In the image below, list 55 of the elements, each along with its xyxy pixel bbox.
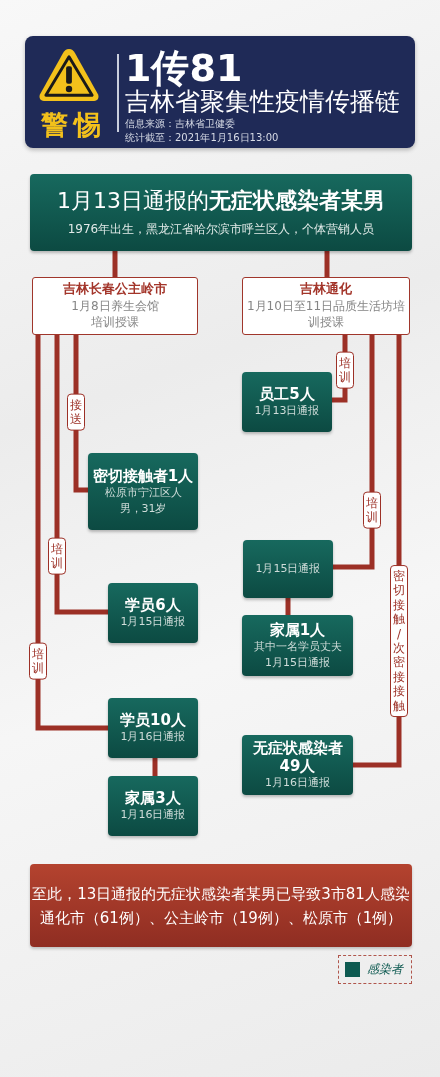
subtitle-text: 吉林省聚集性疫情传播链	[125, 88, 400, 116]
case-box	[88, 453, 198, 530]
detail-text: 1月10日至11日品质生活坊培训授课	[245, 298, 407, 331]
connector-line	[285, 598, 291, 615]
date-note: 统计截至：2021年1月16日13:00	[125, 132, 279, 144]
title-text: 1传81	[125, 49, 243, 87]
case-box	[108, 698, 198, 758]
edge-label: 密切接触/次密接接触	[390, 565, 408, 717]
case-box	[108, 583, 198, 643]
case-box	[242, 372, 332, 432]
detail-text: 通化市（61例）、公主岭市（19例）、松原市（1例）	[39, 907, 403, 929]
edge-label: 培训	[48, 537, 66, 575]
detail-text: 1月8日养生会馆培训授课	[70, 298, 160, 331]
edge-label: 培训	[336, 351, 354, 389]
edge-label: 接送	[67, 393, 85, 431]
case-box	[243, 540, 333, 598]
heading-text: 无症状感染者49人	[251, 739, 344, 776]
legend-text: 感染者	[367, 961, 403, 978]
case-box	[242, 735, 353, 795]
connector-line	[324, 251, 330, 277]
summary-box	[30, 864, 412, 947]
heading-text: 吉林长春公主岭市	[63, 281, 167, 299]
connector-line	[152, 758, 158, 776]
detail-text: 1月15日通报	[255, 561, 321, 577]
detail-text: 男，31岁	[119, 500, 167, 517]
detail-text: 至此，13日通报的无症状感染者某男已导致3市81人感染	[32, 883, 410, 905]
case-box	[108, 776, 198, 836]
connector-line	[112, 251, 118, 277]
detail-text: 1月15日通报	[265, 654, 330, 671]
heading-text: 员工5人	[259, 385, 315, 404]
detail-text: 1月15日通报	[120, 614, 186, 630]
detail-text: 1976年出生，黑龙江省哈尔滨市呼兰区人，个体营销人员	[67, 220, 375, 238]
warning-text: 警惕	[40, 110, 108, 140]
detail-text: 1月13日通报	[254, 403, 320, 419]
heading-text: 家属1人	[269, 620, 326, 639]
location-box	[32, 277, 198, 335]
heading-text: 1月13日通报的无症状感染者某男	[57, 187, 385, 216]
heading-text: 家属3人	[125, 789, 181, 808]
location-box	[242, 277, 410, 335]
source-note: 信息来源：吉林省卫健委	[125, 118, 235, 130]
detail-text: 松原市宁江区人	[104, 484, 182, 501]
heading-text: 吉林通化	[300, 281, 352, 299]
case-box	[242, 615, 353, 676]
info-box	[30, 174, 412, 251]
edge-label: 培训	[29, 642, 47, 680]
detail-text: 1月16日通报	[120, 729, 186, 745]
heading-text: 密切接触者1人	[92, 466, 194, 485]
connector-line	[35, 335, 108, 731]
heading-text: 学员10人	[120, 711, 186, 730]
detail-text: 1月16日通报	[120, 807, 186, 823]
heading-text: 学员6人	[125, 596, 181, 615]
edge-label: 培训	[363, 491, 381, 529]
detail-text: 1月16日通报	[265, 775, 330, 791]
detail-text: 其中一名学员丈夫	[253, 638, 342, 655]
connector-line	[54, 335, 108, 615]
